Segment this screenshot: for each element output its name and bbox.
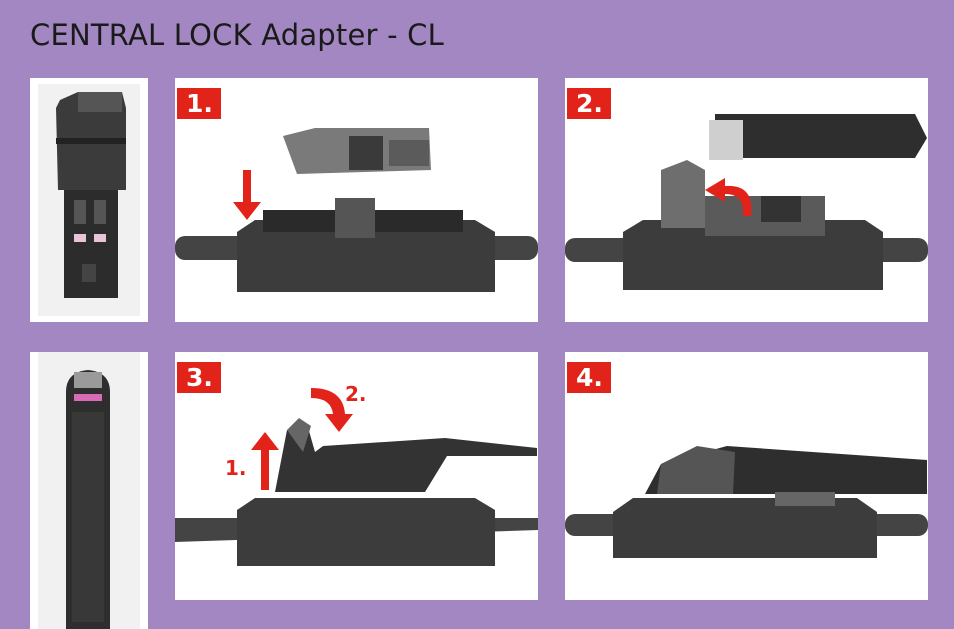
arrow-label-1: 1. — [225, 456, 247, 480]
arrow-label-2: 2. — [345, 382, 367, 406]
adapter-thumbnail — [30, 78, 148, 322]
step-2-badge: 2. — [567, 88, 611, 119]
step-1-panel: 1. — [175, 78, 538, 322]
step-3-badge: 3. — [177, 362, 221, 393]
step-4-panel: 4. — [565, 352, 928, 600]
wiper-arm-thumbnail — [30, 352, 148, 629]
step-2-panel: 2. — [565, 78, 928, 322]
step-4-badge: 4. — [567, 362, 611, 393]
step-1-badge: 1. — [177, 88, 221, 119]
page-title: CENTRAL LOCK Adapter - CL — [30, 18, 444, 52]
step-3-panel: 3. 1. 2. — [175, 352, 538, 600]
